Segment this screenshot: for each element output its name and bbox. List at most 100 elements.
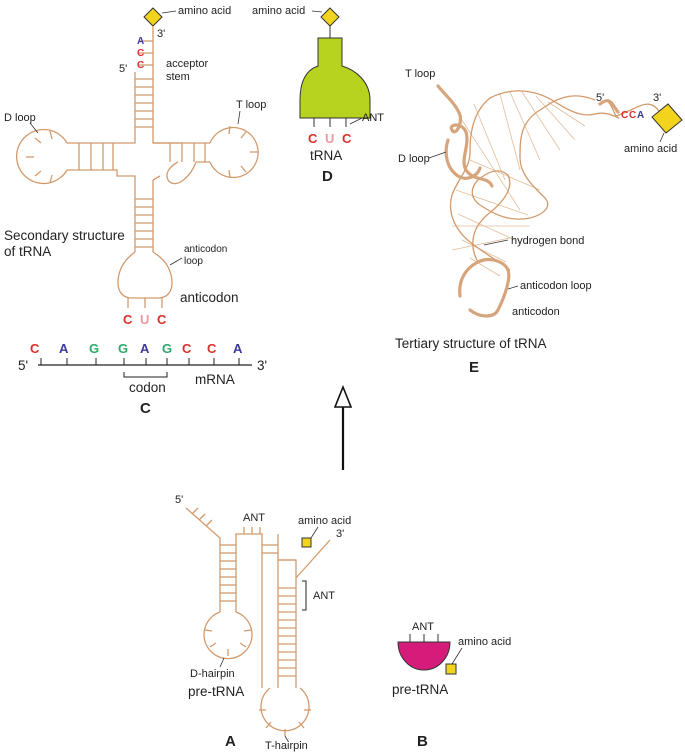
acceptor-label-line1: acceptor <box>166 58 209 70</box>
amino-acid-label-c: amino acid <box>178 5 231 17</box>
secondary-structure-label-2: of tRNA <box>4 244 51 259</box>
mrna-base: C <box>207 341 217 356</box>
leader-line <box>451 647 463 665</box>
panel-letter-b: B <box>417 733 428 750</box>
leader-line <box>483 239 509 246</box>
amino-acid-diamond-c <box>143 7 163 27</box>
mrna-label: mRNA <box>195 372 235 387</box>
codon-bracket <box>123 372 168 378</box>
d-hairpin-pairs <box>220 544 236 602</box>
mrna-bases: C A G G A G C C A <box>30 341 243 356</box>
acceptor-base-c2: C <box>137 60 144 71</box>
anticodon-stem <box>130 175 154 252</box>
amino-acid-square-b <box>445 663 457 675</box>
anticodon-loop-label-2: loop <box>184 256 203 267</box>
anticodon-base-c2: C <box>157 312 167 327</box>
leader-line <box>659 132 665 143</box>
t-loop-thick <box>436 84 494 188</box>
acceptor-base-a: A <box>137 36 144 47</box>
pre-trna-label-a: pre-tRNA <box>188 684 244 699</box>
hydrogen-bonds <box>451 91 586 277</box>
trna-body-d <box>299 37 371 119</box>
variable-loop <box>166 161 197 185</box>
t-hairpin-loop <box>260 687 310 732</box>
mrna-base: A <box>59 341 69 356</box>
d-loop <box>16 128 68 185</box>
ant-side-label-a: ANT <box>313 590 335 602</box>
d-hairpin-loop <box>203 611 253 660</box>
acceptor-stem-pairs <box>135 78 153 128</box>
mrna-base: C <box>30 341 40 356</box>
three-prime-label-c: 3' <box>157 28 165 40</box>
mrna-base: G <box>162 341 172 356</box>
d-loop-label-c: D loop <box>4 112 36 124</box>
five-prime-ticks <box>191 507 213 527</box>
anticodon-base-u: U <box>140 312 149 327</box>
panel-letter-a: A <box>225 733 236 750</box>
five-prime-label-a: 5' <box>175 494 183 506</box>
trna-label-d: tRNA <box>310 148 342 163</box>
panel-c-secondary-structure: amino acid 3' A C C 5' acceptor stem <box>4 5 267 417</box>
t-hairpin-stem <box>277 539 331 688</box>
anticodon-base-d3: C <box>342 131 352 146</box>
anticodon-loop-label-e: anticodon loop <box>520 280 592 292</box>
anticodon-base-d1: C <box>308 131 318 146</box>
backbone-strand-2 <box>471 95 596 220</box>
panel-e-tertiary-structure: amino acid 5' 3' C C A T loop D loop hyd… <box>395 68 683 376</box>
leader-line <box>428 151 447 159</box>
amino-acid-square-e <box>651 103 683 134</box>
anticodon-label-c: anticodon <box>180 290 239 305</box>
d-hairpin-label: D-hairpin <box>190 668 235 680</box>
leader-line <box>310 526 319 539</box>
processing-arrow <box>333 384 353 470</box>
t-loop-ticks <box>228 125 258 179</box>
t-loop-label-e: T loop <box>405 68 435 80</box>
panel-d-trna-cartoon: amino acid ANT C U C tRNA D <box>252 5 384 185</box>
mrna-base: A <box>140 341 150 356</box>
secondary-structure-label-1: Secondary structure <box>4 228 125 243</box>
d-hairpin-ticks <box>204 629 252 656</box>
acceptor-label-line2: stem <box>166 71 190 83</box>
pre-trna-label-b: pre-tRNA <box>392 682 448 697</box>
mrna-three-prime: 3' <box>257 358 267 373</box>
ant-top-ticks <box>243 527 261 534</box>
anticodon-loop-thick <box>458 257 511 318</box>
cca-base-c2: C <box>629 110 636 121</box>
backbone-strand-3 <box>472 170 511 263</box>
leader-line <box>349 117 363 125</box>
amino-acid-diamond-d <box>320 7 340 27</box>
anticodon-stem-pairs <box>135 198 153 248</box>
mrna-base: G <box>118 341 128 356</box>
amino-acid-label-b: amino acid <box>458 636 511 648</box>
leader-line <box>29 122 39 134</box>
t-hairpin-pairs <box>262 544 296 677</box>
three-prime-label-a: 3' <box>336 528 344 540</box>
codon-label: codon <box>129 380 166 395</box>
ant-label-b: ANT <box>412 621 434 633</box>
leader-line <box>311 10 323 13</box>
middle-strand-a <box>235 533 263 688</box>
panel-a-pre-trna: 5' ANT D-hairpin pre-tRNA <box>175 494 351 752</box>
five-prime-label-c: 5' <box>119 63 127 75</box>
ant-bracket-a <box>302 580 307 611</box>
anticodon-base-d2: U <box>325 131 334 146</box>
anticodon-label-e: anticodon <box>512 306 560 318</box>
panel-letter-c: C <box>140 400 151 417</box>
cca-base-a: A <box>637 110 644 121</box>
anticodon-stem-join <box>152 175 161 181</box>
acceptor-base-c1: C <box>137 48 144 59</box>
leader-line <box>284 735 289 742</box>
amino-acid-square-a <box>301 537 312 548</box>
mrna-base: G <box>89 341 99 356</box>
leader-line <box>161 10 177 14</box>
mrna-base: C <box>182 341 192 356</box>
t-loop <box>209 126 259 179</box>
d-arm-stem <box>67 142 130 177</box>
ant-top-label-a: ANT <box>243 512 265 524</box>
five-prime-label-e: 5' <box>596 92 604 104</box>
tertiary-structure-label: Tertiary structure of tRNA <box>395 336 547 351</box>
panel-letter-e: E <box>469 359 479 376</box>
anticodon-loop-label-1: anticodon <box>184 244 227 255</box>
t-hairpin-label: T-hairpin <box>265 740 308 752</box>
t-arm-pairs <box>169 143 206 162</box>
